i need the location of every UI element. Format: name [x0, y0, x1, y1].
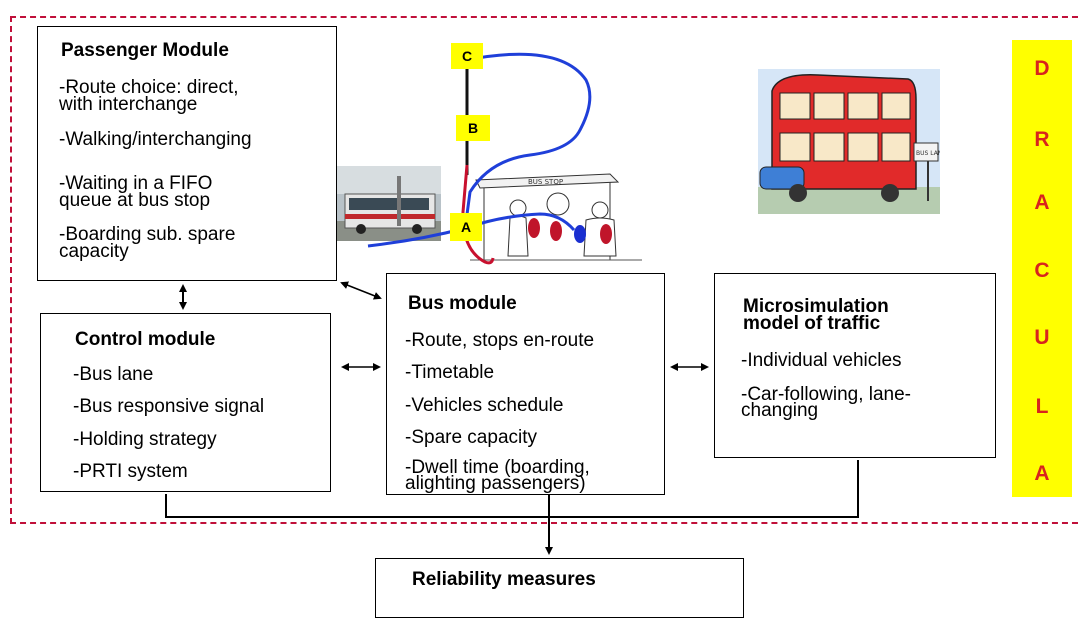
control-module-title: Control module	[75, 329, 216, 350]
passenger-item: -Boarding sub. spare	[59, 224, 236, 245]
bus-stop-illustration: BUS STOP	[470, 168, 642, 264]
bus-item: alighting passengers)	[405, 473, 586, 494]
passenger-item: -Waiting in a FIFO	[59, 173, 213, 194]
bus-module-title: Bus module	[408, 293, 517, 314]
double-decker-bus-cartoon: BUS LANE	[758, 69, 940, 214]
output-bus-line	[165, 460, 859, 518]
route-line-blue-upper	[464, 52, 592, 223]
control-module-box: Control module -Bus lane -Bus responsive…	[40, 313, 331, 492]
micro-item: -Individual vehicles	[741, 350, 902, 371]
bus-item: -Spare capacity	[405, 427, 538, 448]
reliability-measures-title: Reliability measures	[412, 569, 596, 590]
route-line-blue-lower	[367, 212, 576, 248]
control-item: -Holding strategy	[73, 429, 217, 450]
control-item: -Bus lane	[73, 364, 154, 385]
stop-label-b: B	[456, 115, 490, 141]
passenger-item: capacity	[59, 241, 129, 262]
micro-item: -Car-following, lane-	[741, 384, 912, 405]
bus-item: -Vehicles schedule	[405, 395, 564, 416]
microsimulation-title-line2: model of traffic	[743, 313, 881, 334]
microsimulation-title-line1: Microsimulation	[743, 296, 889, 317]
bus-item: -Timetable	[405, 362, 495, 383]
connectors-layer	[165, 52, 859, 555]
dracula-system-boundary	[10, 16, 1079, 524]
dracula-letter: A	[1034, 191, 1050, 214]
micro-item: changing	[741, 400, 819, 421]
bus-item: -Route, stops en-route	[405, 330, 595, 351]
dracula-banner: D R A C U L A	[1012, 40, 1072, 497]
bus-photo	[337, 166, 441, 241]
bus-module-box: Bus module -Route, stops en-route -Timet…	[386, 273, 665, 495]
passenger-module-title: Passenger Module	[61, 40, 229, 61]
svg-text:BUS STOP: BUS STOP	[528, 178, 563, 186]
dracula-letter: A	[1034, 462, 1050, 485]
stop-label-c: C	[451, 43, 483, 69]
stop-label-a: A	[450, 213, 482, 241]
passenger-item: with interchange	[59, 94, 198, 115]
passenger-item: -Walking/interchanging	[59, 129, 252, 150]
dracula-letter: U	[1034, 326, 1050, 349]
bus-item: -Dwell time (boarding,	[405, 457, 590, 478]
dracula-letter: D	[1034, 57, 1050, 80]
dracula-letter: R	[1034, 128, 1050, 151]
passenger-module-box: Passenger Module -Route choice: direct, …	[37, 26, 337, 281]
dracula-letter: L	[1035, 395, 1049, 418]
dracula-letter: C	[1034, 259, 1050, 282]
control-item: -PRTI system	[73, 461, 188, 482]
arrow-passenger-bus	[340, 281, 382, 300]
control-item: -Bus responsive signal	[73, 396, 265, 417]
passenger-item: queue at bus stop	[59, 190, 211, 211]
microsimulation-module-box: Microsimulation model of traffic -Indivi…	[714, 273, 996, 458]
passenger-item: -Route choice: direct,	[59, 77, 239, 98]
svg-text:BUS LANE: BUS LANE	[916, 150, 940, 157]
